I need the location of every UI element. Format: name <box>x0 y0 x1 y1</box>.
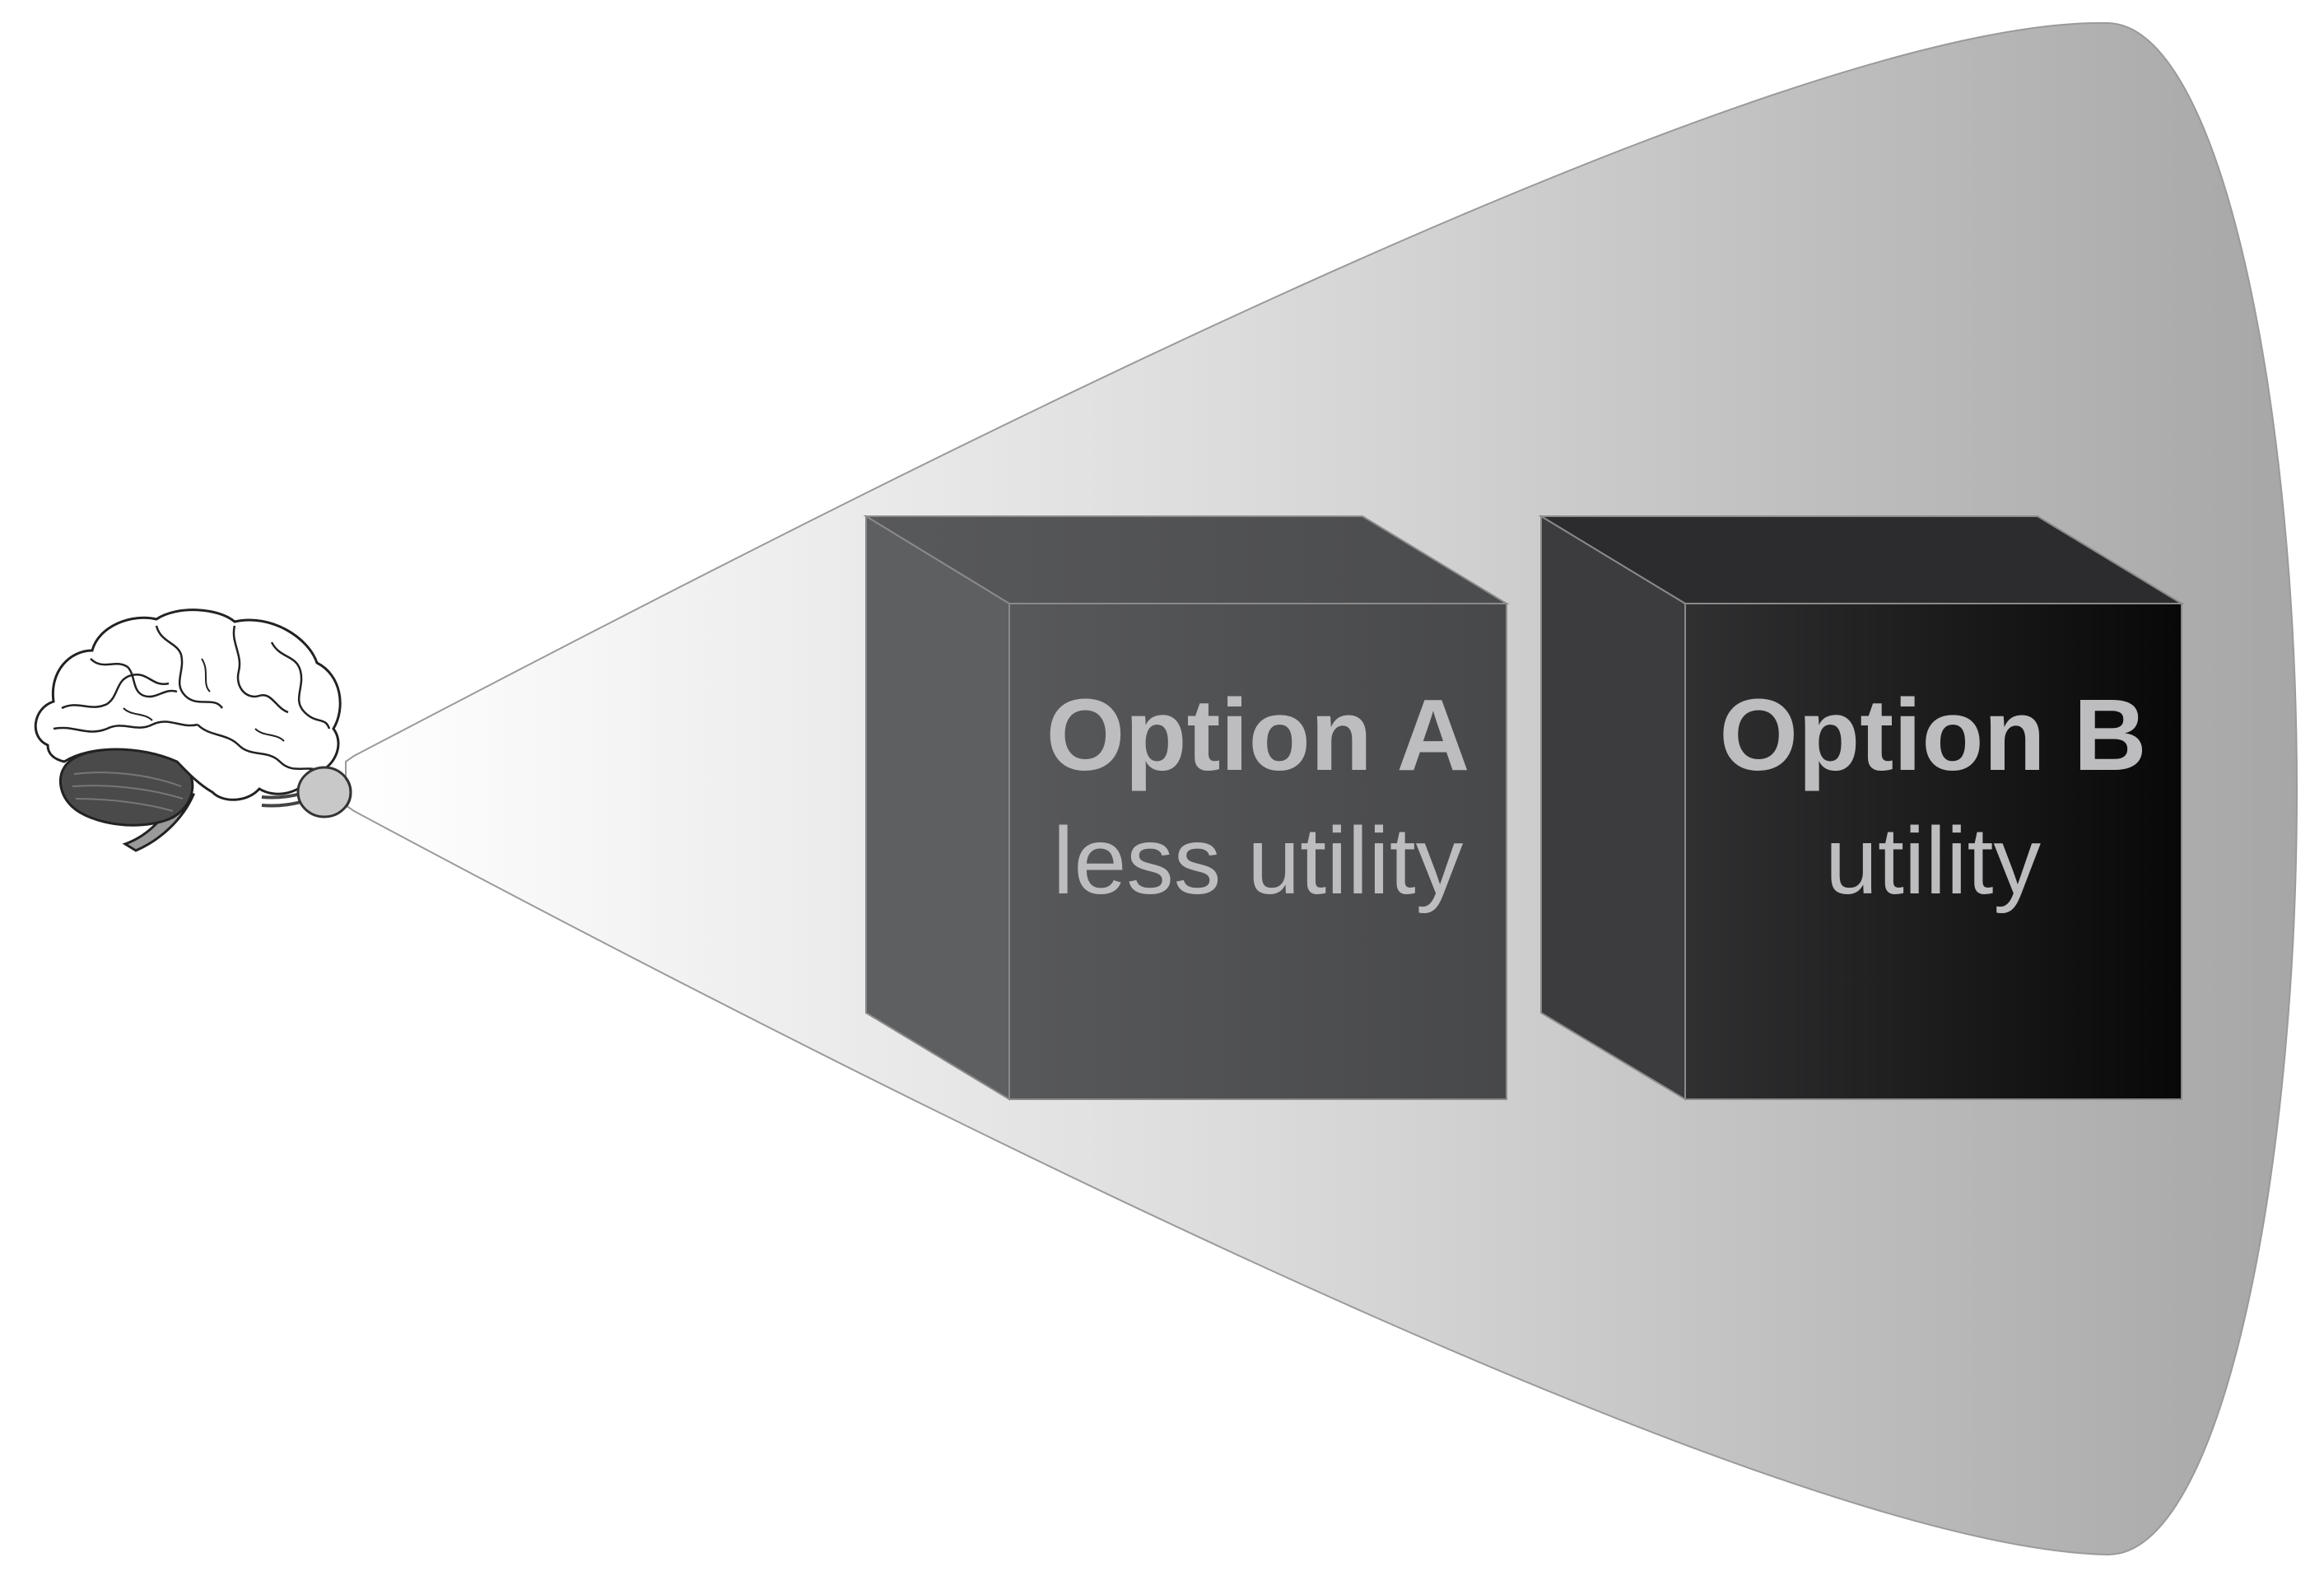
brain-icon <box>34 608 342 852</box>
option-b-front-face <box>1684 603 2182 1100</box>
option-a-box: Option A less utility <box>863 515 1510 1101</box>
option-a-subtitle: less utility <box>1053 809 1464 914</box>
option-a-side-face <box>865 515 1010 1101</box>
option-b-side-face <box>1540 515 1686 1101</box>
eye-icon <box>296 766 352 818</box>
option-b-subtitle: utility <box>1825 809 2042 914</box>
option-a-title: Option A <box>1046 679 1470 792</box>
option-a-front-face <box>1008 603 1507 1100</box>
option-b-title: Option B <box>1719 679 2146 792</box>
option-b-box: Option B utility <box>1538 515 2185 1101</box>
